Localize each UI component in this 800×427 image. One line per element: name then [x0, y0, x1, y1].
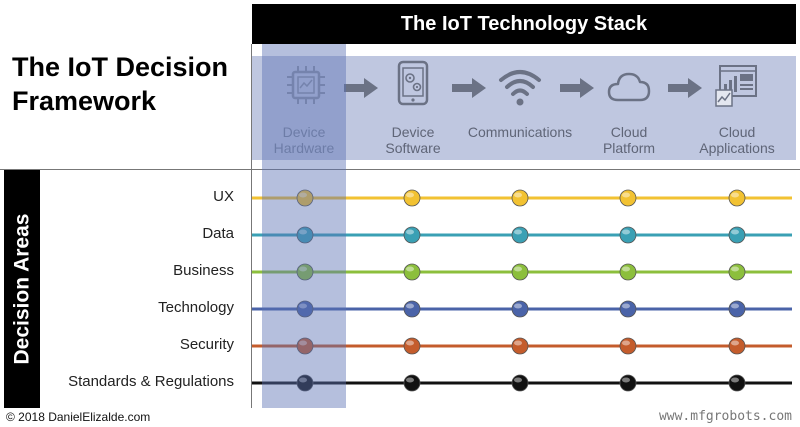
device-hardware-highlight	[262, 44, 346, 408]
row-dot	[511, 337, 529, 355]
row-dot	[511, 374, 529, 392]
row-dot	[296, 226, 314, 244]
row-dot	[619, 374, 637, 392]
watermark: www.mfgrobots.com	[658, 409, 792, 424]
copyright: © 2018 DanielElizalde.com	[6, 410, 151, 424]
row-dot	[728, 374, 746, 392]
row-dot	[403, 374, 421, 392]
stack-label-line-1: Device	[391, 124, 435, 140]
row-dot	[728, 300, 746, 318]
row-dot	[728, 189, 746, 207]
row-dot	[619, 226, 637, 244]
stack-left-border	[251, 44, 252, 408]
arrow-right-icon	[560, 78, 594, 98]
row-dot	[511, 300, 529, 318]
stack-label-device-hardware: Device Hardware	[249, 124, 359, 156]
row-dot	[619, 263, 637, 281]
chip-icon	[283, 62, 329, 108]
row-dot	[403, 263, 421, 281]
row-dot	[296, 263, 314, 281]
stack-label-line-2: Applications	[699, 140, 775, 156]
row-dot	[728, 263, 746, 281]
row-label-business: Business	[173, 262, 234, 279]
stack-header: The IoT Technology Stack	[252, 4, 796, 44]
row-dot	[296, 374, 314, 392]
page-title: The IoT Decision Framework	[12, 50, 252, 118]
row-dot	[728, 337, 746, 355]
row-label-data: Data	[202, 225, 234, 242]
cloud-icon	[606, 64, 652, 110]
title-line-2: Framework	[12, 86, 157, 116]
title-line-1: The IoT Decision	[12, 52, 229, 82]
row-dot	[296, 189, 314, 207]
stack-label-line-1: Cloud	[718, 124, 756, 140]
stack-label-line-2: Software	[385, 140, 441, 156]
row-dot	[403, 189, 421, 207]
decision-top-border	[0, 169, 800, 170]
stack-label-line-2: Platform	[602, 140, 656, 156]
row-label-ux: UX	[213, 188, 234, 205]
arrow-right-icon	[344, 78, 378, 98]
row-dot	[619, 189, 637, 207]
stack-label-line-1: Communications	[467, 124, 573, 140]
stack-label-cloud-platform: Cloud Platform	[574, 124, 684, 156]
dashboard-icon	[714, 62, 760, 108]
row-dot	[619, 300, 637, 318]
decision-areas-bar	[4, 170, 40, 408]
row-label-security: Security	[179, 336, 234, 353]
row-dot	[619, 337, 637, 355]
stack-label-line-1: Device	[282, 124, 326, 140]
row-dot	[403, 226, 421, 244]
stack-title: The IoT Technology Stack	[400, 12, 648, 35]
wifi-icon	[497, 64, 543, 110]
row-label-technology: Technology	[158, 299, 234, 316]
row-dot	[296, 337, 314, 355]
stack-label-line-1: Cloud	[610, 124, 648, 140]
arrow-right-icon	[452, 78, 486, 98]
row-dot	[511, 263, 529, 281]
stack-label-cloud-applications: Cloud Applications	[682, 124, 792, 156]
stack-label-device-software: Device Software	[358, 124, 468, 156]
arrow-right-icon	[668, 78, 702, 98]
row-dot	[403, 337, 421, 355]
row-dot	[511, 189, 529, 207]
row-dot	[511, 226, 529, 244]
row-dot	[403, 300, 421, 318]
row-label-standards: Standards & Regulations	[68, 373, 234, 390]
stack-label-communications: Communications	[465, 124, 575, 140]
row-dot	[728, 226, 746, 244]
row-dot	[296, 300, 314, 318]
stack-label-line-2: Hardware	[273, 140, 335, 156]
device-software-icon	[390, 60, 436, 106]
